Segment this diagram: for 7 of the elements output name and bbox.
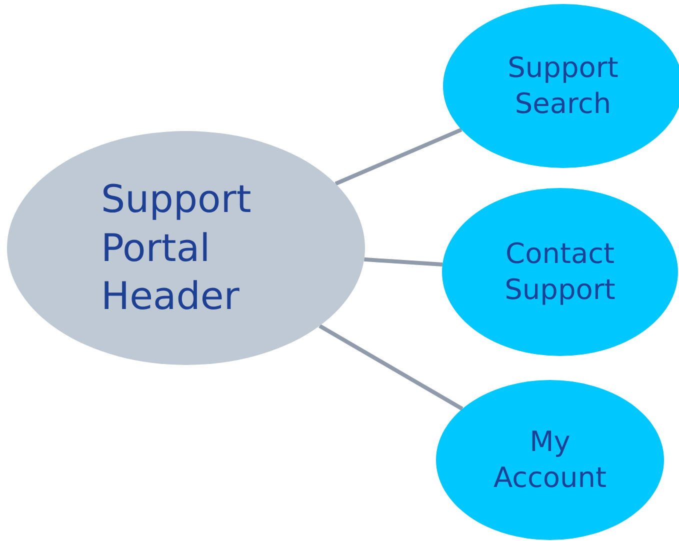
connector-line (334, 128, 462, 186)
connector-line (318, 324, 464, 411)
node-label: Contact Support (504, 236, 616, 308)
node-label: Support Search (506, 50, 620, 122)
node-label: Support Portal Header (101, 176, 252, 320)
connector-line (364, 257, 443, 266)
node-label: My Account (492, 424, 608, 496)
